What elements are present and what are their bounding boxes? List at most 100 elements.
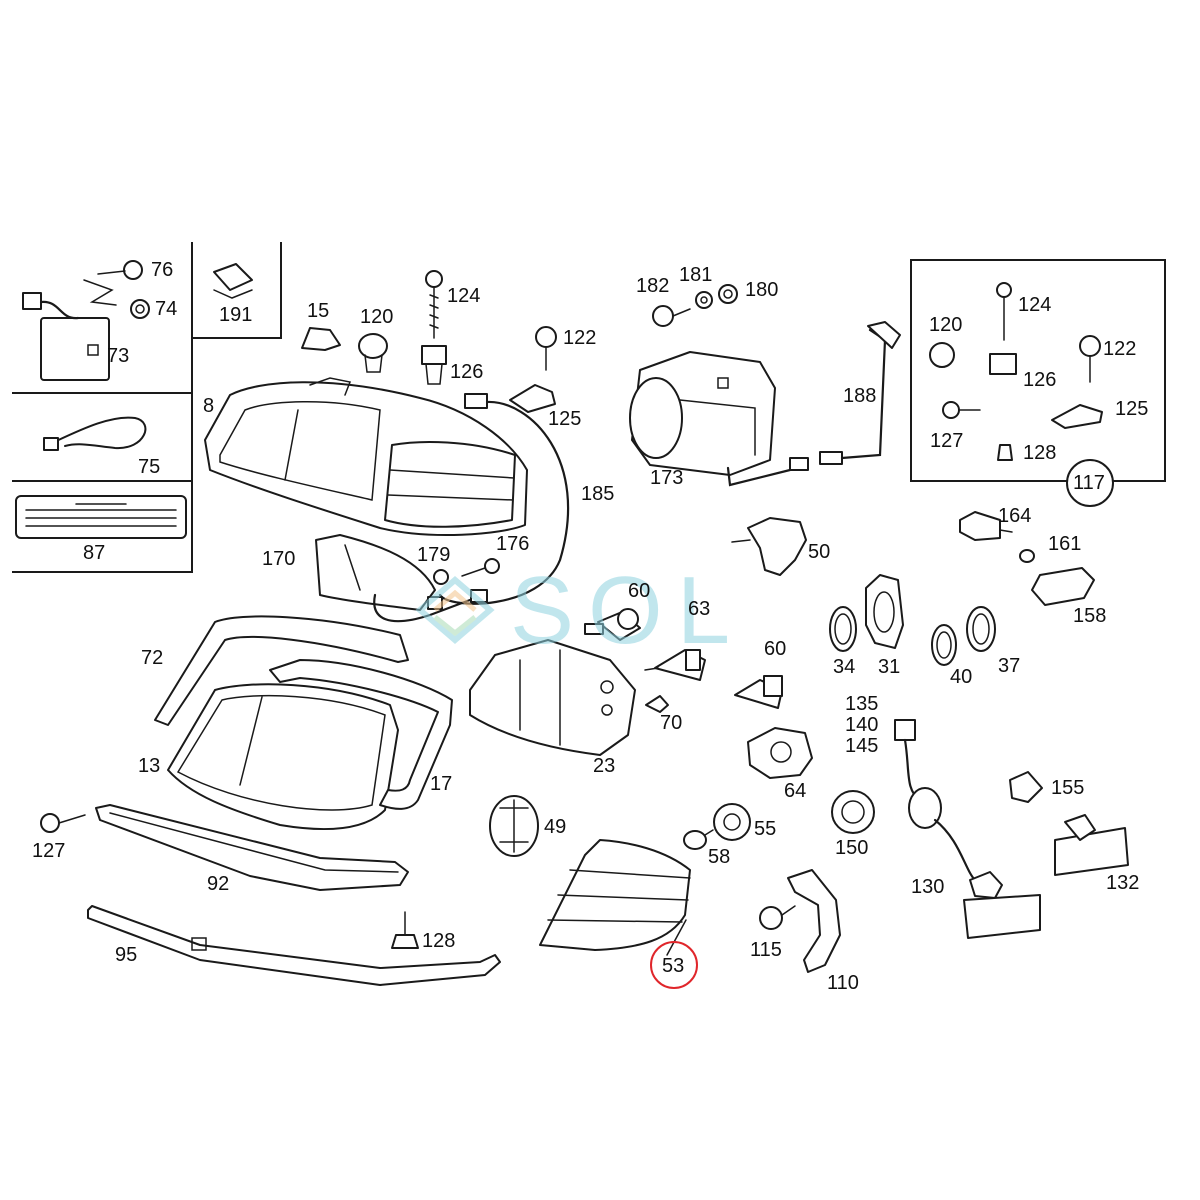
callout-95: 95 [115, 944, 138, 966]
part-181-washer [695, 291, 713, 309]
callout-75: 75 [138, 456, 161, 478]
part-31-adapter [865, 574, 904, 649]
callout-122-left: 122 [563, 327, 597, 349]
part-115-screw [759, 905, 796, 930]
callout-72: 72 [141, 647, 164, 669]
callout-55: 55 [754, 818, 777, 840]
part-53-lamp [539, 839, 691, 956]
part-40-ring [931, 624, 957, 666]
part-135-connector [894, 719, 922, 802]
callout-63: 63 [688, 598, 711, 620]
callout-176: 176 [496, 533, 530, 555]
callout-179: 179 [417, 544, 451, 566]
callout-191: 191 [219, 304, 253, 326]
part-17-gasket [269, 659, 453, 810]
part-15-clip [301, 327, 341, 351]
callout-128-left: 128 [422, 930, 456, 952]
part-179-washer [433, 569, 449, 585]
callout-125-right: 125 [1115, 398, 1149, 420]
part-127-screw [40, 813, 86, 833]
part-63-bulb [644, 649, 706, 681]
callout-64: 64 [784, 780, 807, 802]
part-126-clip [421, 345, 447, 385]
part-60-bulb-upper [584, 608, 641, 641]
callout-128-right: 128 [1023, 442, 1057, 464]
callout-124-right: 124 [1018, 294, 1052, 316]
part-34-ring [829, 606, 857, 652]
watermark-text: SOL [510, 557, 744, 664]
part-13-lens [167, 683, 399, 831]
callout-182: 182 [636, 275, 670, 297]
callout-60-upper: 60 [628, 580, 651, 602]
left-inset-panel [12, 242, 282, 573]
part-128-screw [391, 911, 419, 949]
right-inset-panel-117 [910, 259, 1166, 507]
part-132-side-lamp [1054, 814, 1129, 876]
callout-161: 161 [1048, 533, 1082, 555]
callout-115: 115 [750, 939, 782, 961]
callout-74: 74 [155, 298, 178, 320]
callout-180: 180 [745, 279, 779, 301]
part-8-headlamp-housing [204, 377, 570, 605]
callout-110: 110 [827, 972, 859, 994]
part-37-ring [966, 606, 996, 652]
part-110-bracket [787, 869, 841, 973]
part-158-lamp [1031, 567, 1095, 606]
callout-120-left: 120 [360, 306, 394, 328]
callout-73: 73 [107, 345, 130, 367]
callout-23: 23 [593, 755, 616, 777]
callout-122-right: 122 [1103, 338, 1137, 360]
watermark-logo-accent [433, 589, 477, 612]
part-180-nut [718, 284, 738, 304]
callout-185: 185 [581, 483, 615, 505]
part-50-bulb [731, 517, 807, 576]
callout-58: 58 [708, 846, 731, 868]
part-182-bolt [652, 305, 691, 327]
watermark-logo-mark [415, 576, 495, 644]
part-164-bulb [959, 511, 1013, 541]
callout-76: 76 [151, 259, 174, 281]
part-58-bulb [683, 829, 714, 850]
callout-13: 13 [138, 755, 161, 777]
part-60-bulb-lower [734, 675, 783, 709]
callout-50: 50 [808, 541, 831, 563]
part-95-trim [87, 905, 501, 986]
part-64-socket [747, 727, 813, 779]
part-70-bulb [645, 695, 669, 713]
callout-127-right: 127 [930, 430, 964, 452]
callout-70: 70 [660, 712, 683, 734]
callout-92: 92 [207, 873, 230, 895]
part-72-seal-frame [154, 615, 409, 726]
callout-17: 17 [430, 773, 453, 795]
callout-15: 15 [307, 300, 330, 322]
callout-125-left: 125 [548, 408, 582, 430]
callout-158: 158 [1073, 605, 1107, 627]
callout-150: 150 [835, 837, 869, 859]
part-49-cap [489, 795, 539, 857]
callout-127-left: 127 [32, 840, 66, 862]
callout-120-right: 120 [929, 314, 963, 336]
part-124-screw [425, 270, 443, 339]
callout-34: 34 [833, 656, 856, 678]
callout-31: 31 [878, 656, 901, 678]
part-155-bulb [1009, 771, 1043, 803]
sol-watermark: SOL [415, 557, 744, 664]
part-92-trim [95, 804, 409, 891]
callout-37: 37 [998, 655, 1021, 677]
part-161-bulb [1019, 549, 1035, 563]
callout-126-right: 126 [1023, 369, 1057, 391]
callout-140: 140 [845, 714, 879, 736]
callout-8: 8 [203, 395, 215, 417]
part-191-clip [213, 263, 253, 299]
part-23-reflector [469, 639, 636, 756]
callout-124-left: 124 [447, 285, 481, 307]
highlight-circle-53 [650, 941, 698, 989]
callout-126-left: 126 [450, 361, 484, 383]
part-173-fog-lamp [629, 321, 901, 487]
callout-130: 130 [911, 876, 945, 898]
callout-60-lower: 60 [764, 638, 787, 660]
part-75-cable-tie [43, 416, 147, 451]
part-87-label [15, 495, 187, 539]
